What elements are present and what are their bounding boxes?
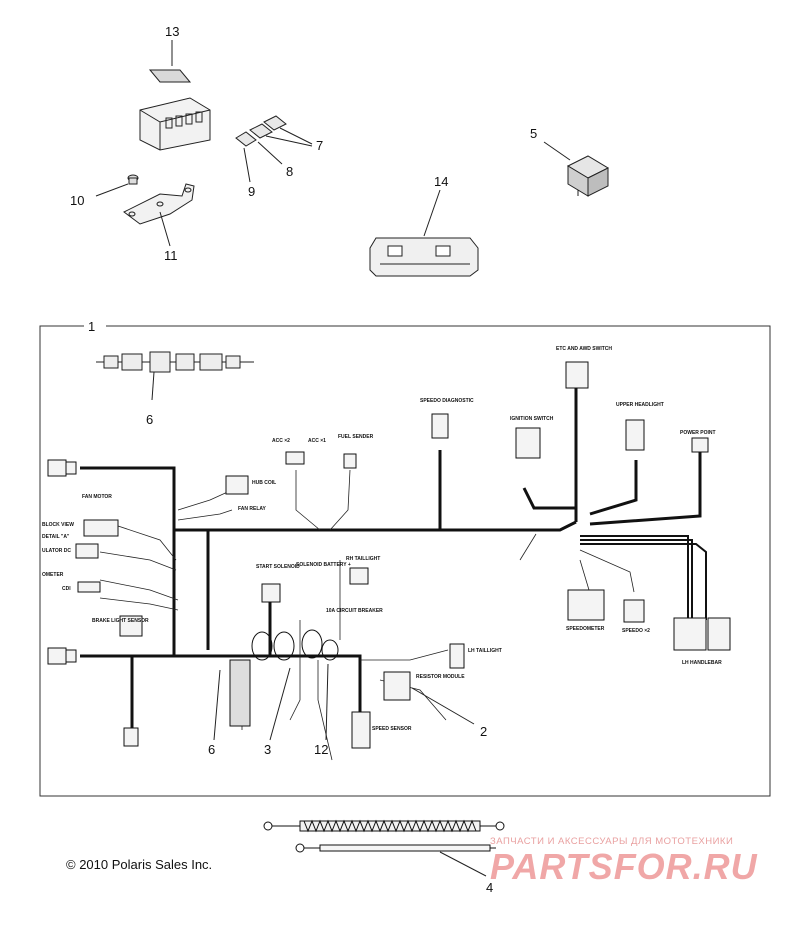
callout-7: 7 xyxy=(316,138,323,153)
callout-13: 13 xyxy=(165,24,179,39)
label-detail-a: DETAIL "A" xyxy=(42,534,70,540)
part-13-fuse-block xyxy=(139,69,211,151)
part-10-bolt xyxy=(127,174,139,185)
callout-6-top: 6 xyxy=(146,412,153,427)
label-fan-relay: FAN RELAY xyxy=(238,506,267,512)
harness-labels: FUEL SENDER ACC ×2 ACC ×1 SPEEDO DIAGNOS… xyxy=(42,346,722,732)
label-ometer: OMETER xyxy=(42,572,64,578)
label-solenoid-battery: SOLENOID BATTERY + xyxy=(296,562,351,568)
callout-5: 5 xyxy=(530,126,537,141)
callout-11: 11 xyxy=(164,248,178,263)
label-speed-sensor: SPEED SENSOR xyxy=(372,726,412,732)
part-5-relay xyxy=(566,155,610,197)
part-14-ferrite xyxy=(369,237,479,277)
part-7-8-9-relays xyxy=(235,115,287,147)
label-speedo-diagnostic: SPEEDO DIAGNOSTIC xyxy=(420,398,474,404)
label-ignition-switch: IGNITION SWITCH xyxy=(510,416,554,422)
callout-9: 9 xyxy=(248,184,255,199)
part-4-battery-cables xyxy=(263,819,505,853)
label-speedo-2: SPEEDO ×2 xyxy=(622,628,650,634)
label-hub-coil: HUB COIL xyxy=(252,480,276,486)
callout-1: 1 xyxy=(88,319,95,334)
callout-4: 4 xyxy=(486,880,493,895)
copyright-notice: © 2010 Polaris Sales Inc. xyxy=(66,857,213,872)
label-resistor-module: RESISTOR MODULE xyxy=(416,674,465,680)
harness-grommets xyxy=(251,629,339,661)
harness-thin-wires xyxy=(99,469,635,761)
watermark-subtitle: ЗАПЧАСТИ И АКСЕССУАРЫ ДЛЯ МОТОТЕХНИКИ xyxy=(490,836,734,847)
callout-12: 12 xyxy=(314,742,328,757)
harness-connectors xyxy=(47,361,731,749)
label-circuit-breaker: 10A CIRCUIT BREAKER xyxy=(326,608,383,614)
label-lh-handlebar: LH HANDLEBAR xyxy=(682,660,722,666)
label-power-point: POWER POINT xyxy=(680,430,716,436)
label-cdi: CDI xyxy=(62,586,71,592)
label-upper-headlight: UPPER HEADLIGHT xyxy=(616,402,664,408)
label-regulator-dc: ULATOR DC xyxy=(42,548,71,554)
label-etc-awd-switch: ETC AND AWD SWITCH xyxy=(556,346,612,352)
label-brake-light-sensor: BRAKE LIGHT SENSOR xyxy=(92,618,149,624)
callout-6-bottom: 6 xyxy=(208,742,215,757)
handlebar-branch xyxy=(580,535,707,620)
label-acc-2: ACC ×2 xyxy=(272,438,290,444)
label-rh-taillight: RH TAILLIGHT xyxy=(346,556,380,562)
watermark-logo[interactable]: PARTSFOR.RU xyxy=(490,846,758,887)
harness-frame xyxy=(39,325,771,797)
label-speedometer: SPEEDOMETER xyxy=(566,626,605,632)
part-11-bracket xyxy=(123,183,195,225)
callout-10: 10 xyxy=(70,193,84,208)
label-lh-taillight: LH TAILLIGHT xyxy=(468,648,502,654)
callout-3: 3 xyxy=(264,742,271,757)
label-acc-1: ACC ×1 xyxy=(308,438,326,444)
label-block-view: BLOCK VIEW xyxy=(42,522,74,528)
label-start-solenoid: START SOLENOID xyxy=(256,564,300,570)
callout-14: 14 xyxy=(434,174,448,189)
callout-2: 2 xyxy=(480,724,487,739)
part-6-connector-harness xyxy=(96,351,254,373)
callout-8: 8 xyxy=(286,164,293,179)
label-fuel-sender: FUEL SENDER xyxy=(338,434,374,440)
label-fan-motor: FAN MOTOR xyxy=(82,494,112,500)
